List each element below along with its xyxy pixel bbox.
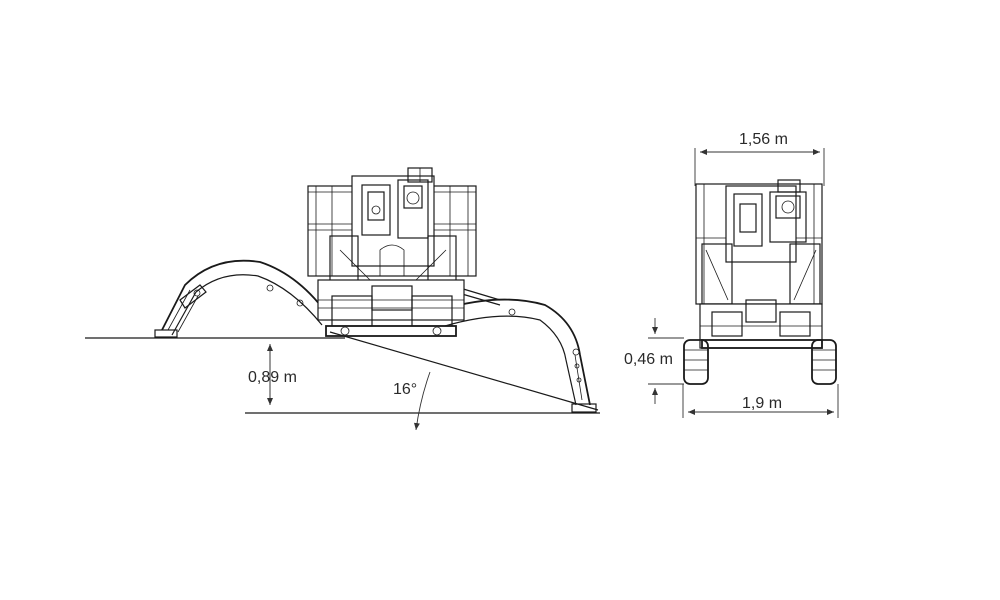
side-height-dimension: 0,89 m bbox=[248, 344, 297, 405]
side-view-machine bbox=[85, 167, 600, 414]
front-view-machine bbox=[683, 179, 837, 385]
side-central-body bbox=[317, 167, 465, 337]
top-width-label: 1,56 m bbox=[739, 131, 788, 148]
slope-angle-label: 16° bbox=[393, 381, 417, 398]
track-height-label: 0,46 m bbox=[624, 351, 673, 368]
slope-line bbox=[329, 331, 599, 411]
right-outrigger-leg bbox=[439, 287, 597, 413]
side-height-label: 0,89 m bbox=[248, 369, 297, 386]
right-track bbox=[811, 339, 837, 385]
front-track-height-dimension: 0,46 m bbox=[624, 318, 684, 404]
side-angle-dimension: 16° bbox=[393, 371, 431, 431]
bottom-width-label: 1,9 m bbox=[742, 395, 782, 412]
front-top-width-dimension: 1,56 m bbox=[694, 131, 825, 186]
front-bottom-width-dimension: 1,9 m bbox=[682, 384, 839, 418]
left-track bbox=[683, 339, 709, 385]
left-outrigger-leg bbox=[154, 259, 331, 338]
